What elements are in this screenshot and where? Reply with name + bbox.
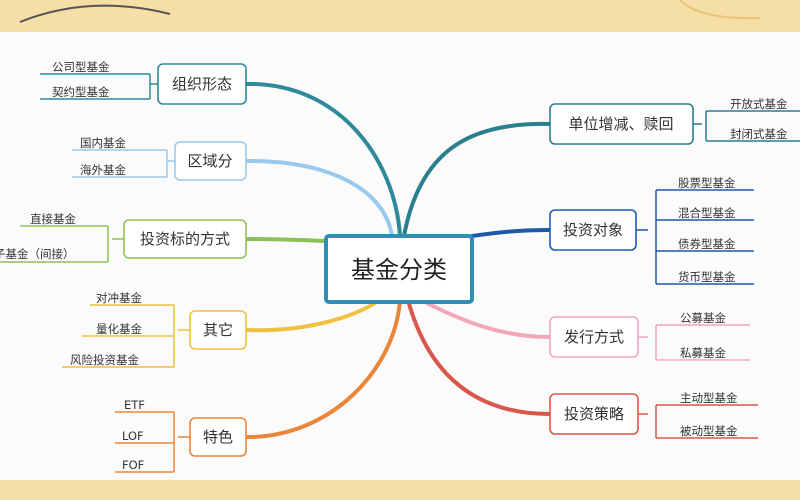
branch-line-feature bbox=[244, 298, 402, 440]
label-invest-method: 投资标的方式 bbox=[140, 230, 230, 248]
box-invest-method bbox=[123, 219, 247, 259]
label-invest-target: 投资对象 bbox=[563, 221, 623, 239]
leaf-feature-1: ETF bbox=[124, 398, 145, 412]
branch-line-invest-method bbox=[244, 237, 328, 243]
leaf-lines-feature bbox=[115, 411, 190, 473]
branch-line-org-form bbox=[244, 81, 402, 238]
leaf-other-3: 风险投资基金 bbox=[70, 353, 139, 367]
leaf-invest-strategy-1: 主动型基金 bbox=[680, 391, 738, 405]
branch-line-other bbox=[244, 298, 382, 333]
leaf-feature-3: FOF bbox=[122, 458, 144, 472]
label-other: 其它 bbox=[203, 321, 233, 339]
leaf-issue-method-2: 私募基金 bbox=[680, 346, 726, 360]
box-org-form bbox=[157, 63, 247, 105]
leaf-org-form-1: 公司型基金 bbox=[52, 60, 110, 74]
leaf-unit-change-1: 开放式基金 bbox=[730, 97, 788, 111]
leaf-feature-2: LOF bbox=[122, 429, 144, 443]
leaf-unit-change-2: 封闭式基金 bbox=[730, 127, 788, 141]
box-issue-method bbox=[549, 316, 639, 358]
leaf-region-2: 海外基金 bbox=[80, 163, 126, 177]
box-other bbox=[189, 310, 247, 350]
leaf-invest-target-1: 股票型基金 bbox=[678, 176, 736, 190]
label-feature: 特色 bbox=[203, 428, 233, 446]
leaf-issue-method-1: 公募基金 bbox=[680, 311, 726, 325]
leaf-other-2: 量化基金 bbox=[96, 322, 142, 336]
leaf-invest-target-3: 债券型基金 bbox=[678, 237, 736, 251]
leaf-invest-target-4: 货币型基金 bbox=[678, 270, 736, 284]
branch-line-issue-method bbox=[423, 300, 552, 339]
label-issue-method: 发行方式 bbox=[564, 328, 624, 346]
label-org-form: 组织形态 bbox=[172, 75, 232, 93]
leaf-region-1: 国内基金 bbox=[80, 136, 126, 150]
leaf-lines-region bbox=[72, 149, 175, 178]
box-invest-strategy bbox=[549, 393, 639, 435]
leaf-invest-strategy-2: 被动型基金 bbox=[680, 424, 738, 438]
label-region: 区域分 bbox=[187, 152, 232, 170]
branch-line-invest-target bbox=[470, 228, 552, 238]
branch-line-unit-change bbox=[402, 121, 552, 238]
box-feature bbox=[189, 417, 247, 457]
branch-line-region bbox=[244, 158, 394, 238]
leaf-lines-unit-change bbox=[693, 110, 800, 142]
leaf-lines-invest-target bbox=[636, 189, 754, 285]
leaf-lines-issue-method bbox=[638, 324, 750, 361]
leaf-org-form-2: 契约型基金 bbox=[52, 85, 110, 99]
box-region bbox=[174, 141, 247, 181]
leaf-lines-invest-strategy bbox=[638, 404, 758, 439]
leaf-other-1: 对冲基金 bbox=[96, 291, 142, 305]
leaf-invest-method-2: 子基金（间接） bbox=[0, 247, 75, 261]
leaf-lines-org-form bbox=[40, 73, 158, 100]
label-unit-change: 单位增减、赎回 bbox=[568, 115, 673, 133]
leaf-lines-other bbox=[62, 304, 190, 368]
box-unit-change bbox=[549, 103, 694, 145]
top-left-decoration bbox=[19, 4, 171, 23]
branch-line-invest-strategy bbox=[406, 298, 552, 416]
box-invest-target bbox=[549, 209, 637, 251]
top-right-decoration bbox=[679, 0, 761, 20]
leaf-lines-invest-method bbox=[0, 225, 124, 263]
leaf-invest-target-2: 混合型基金 bbox=[678, 206, 736, 220]
center-box bbox=[324, 234, 474, 304]
leaf-invest-method-1: 直接基金 bbox=[30, 212, 76, 226]
label-invest-strategy: 投资策略 bbox=[564, 405, 624, 423]
center-label: 基金分类 bbox=[351, 256, 447, 284]
